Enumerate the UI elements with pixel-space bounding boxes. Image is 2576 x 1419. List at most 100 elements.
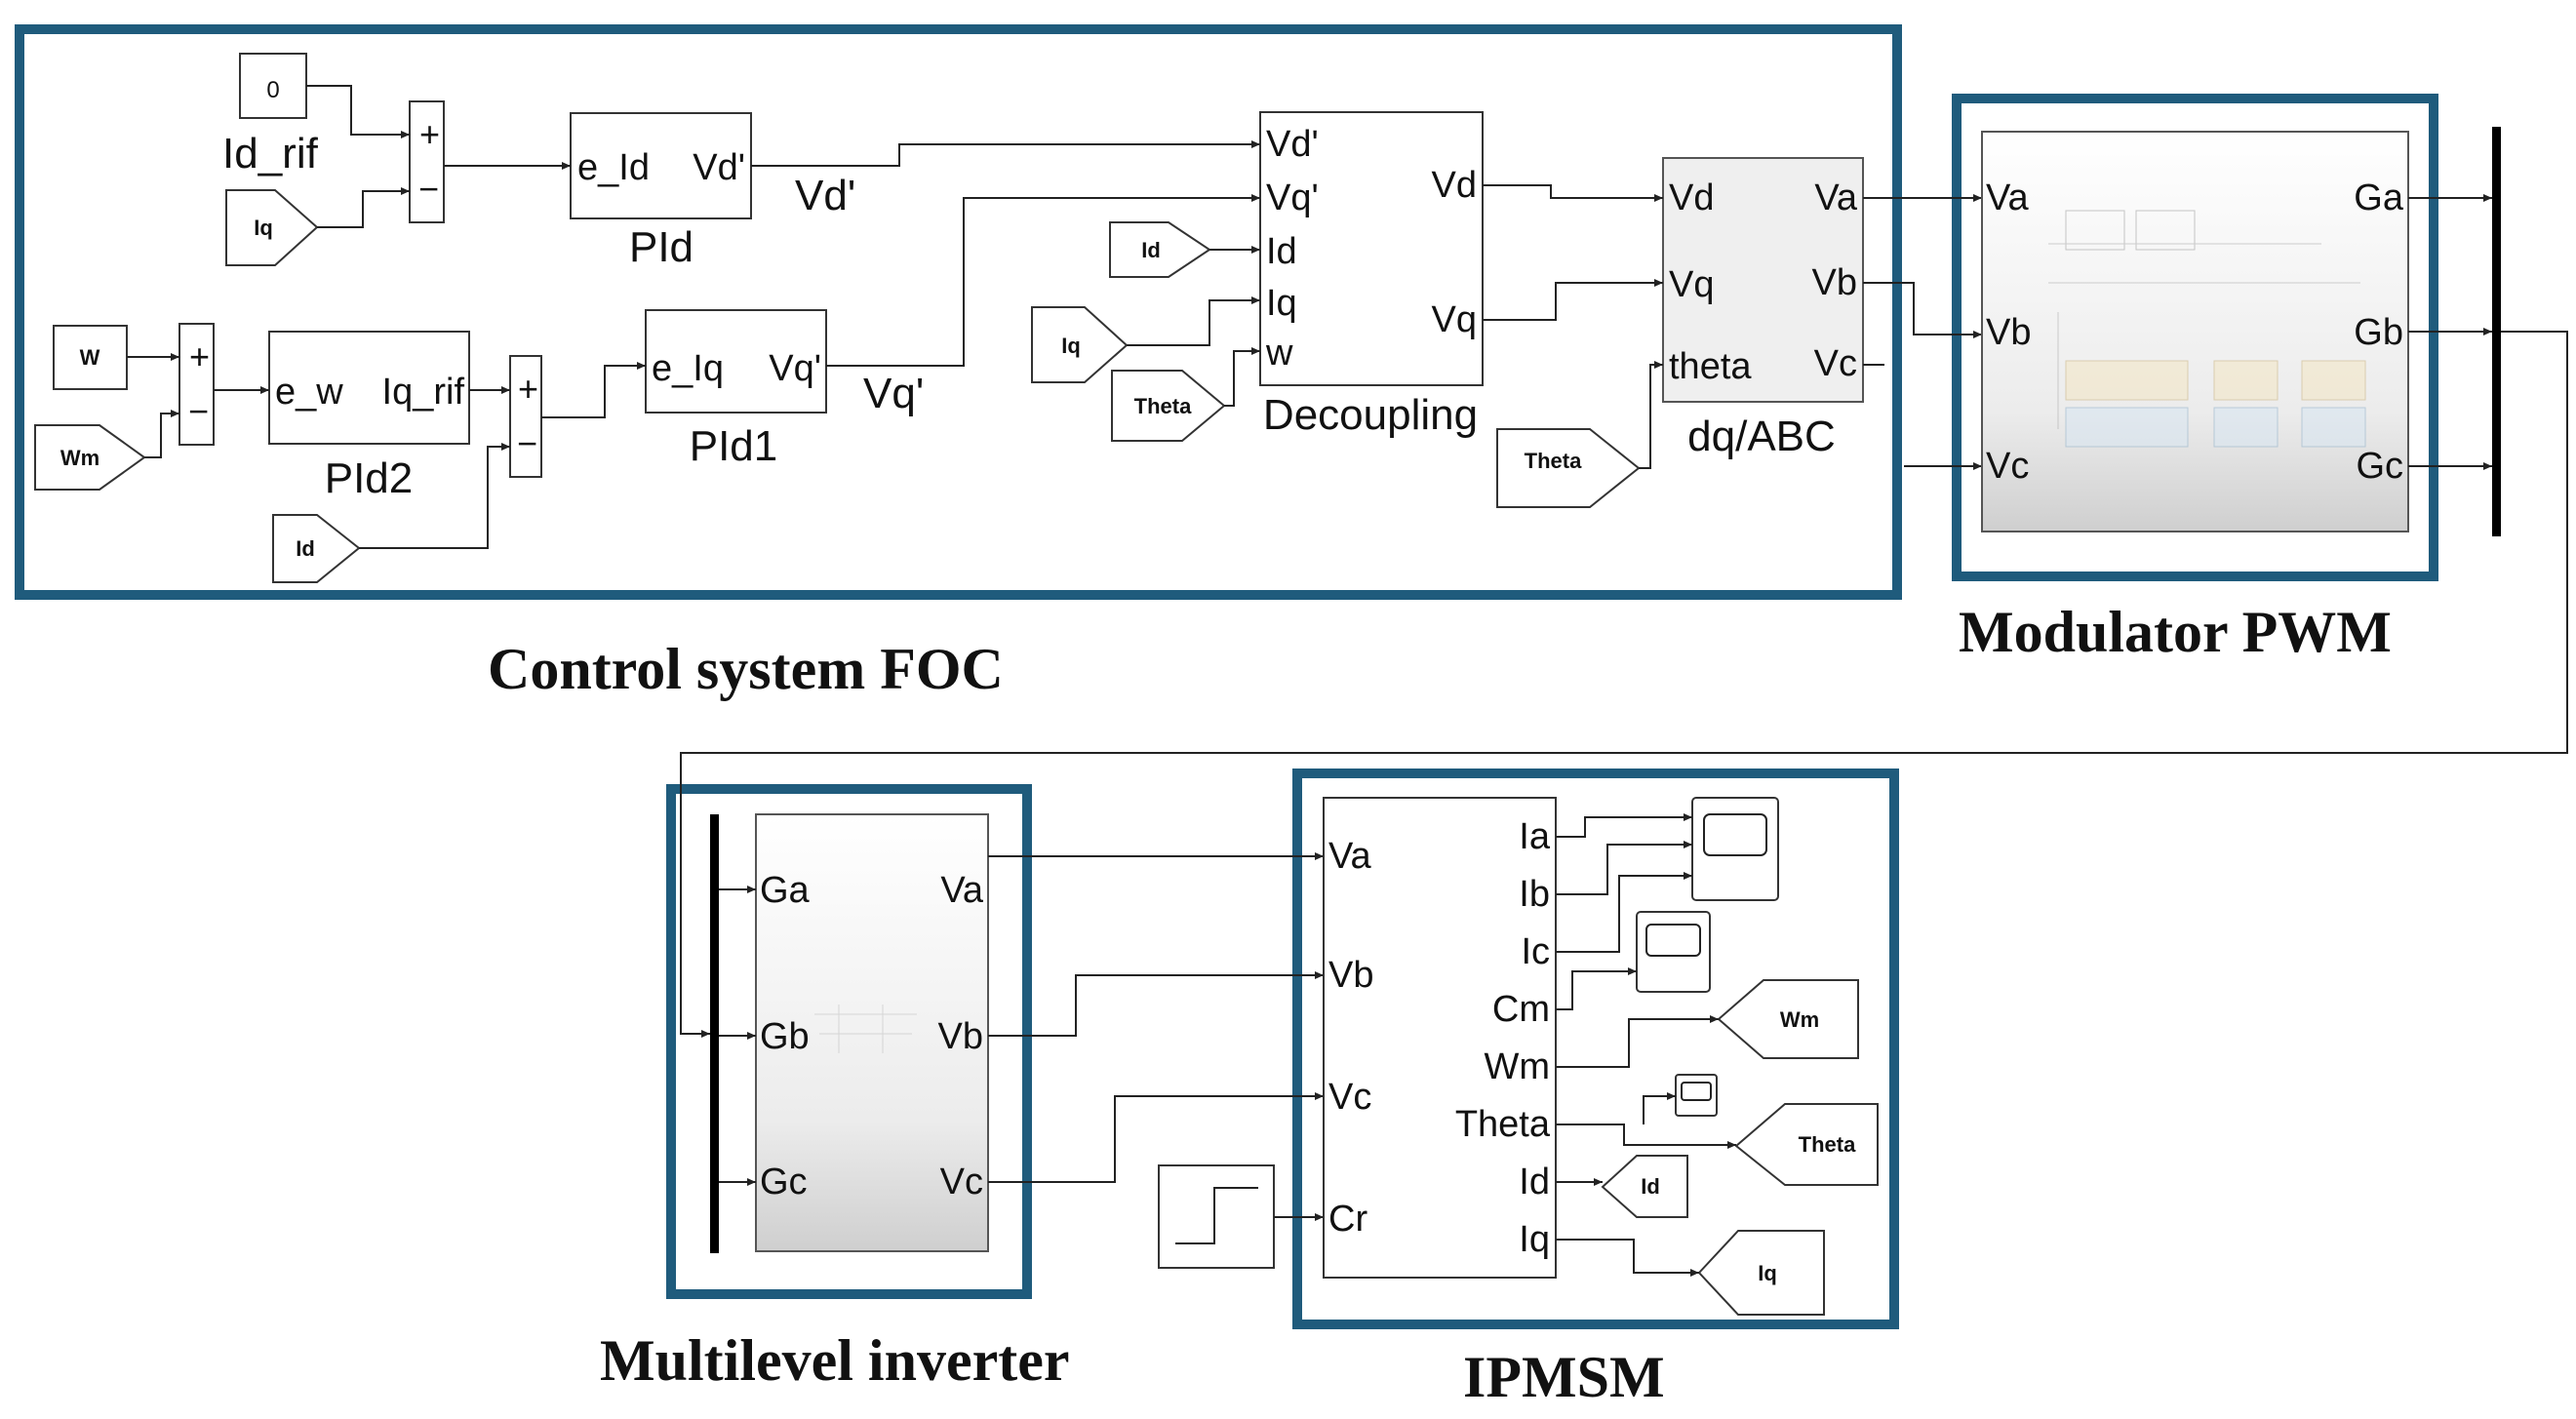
theta-decoupling-tag[interactable] (1111, 370, 1226, 442)
pwm-block[interactable] (1981, 131, 2409, 532)
wire-iq-sum1 (317, 187, 410, 228)
dqabc-name: dq/ABC (1687, 413, 1836, 460)
wm-goto-tag-label: Wm (1780, 1007, 1819, 1032)
pid2-block[interactable] (268, 331, 470, 445)
wire-const-sum1 (306, 85, 410, 138)
wire-pid1-decoupling (826, 194, 1260, 367)
wire-decoupling-vd (1483, 184, 1663, 202)
ipmsm-in-2: Vb (1328, 955, 1373, 996)
wire-inv-vc (988, 1092, 1324, 1183)
pwm-in-3: Vc (1986, 446, 2029, 487)
pwm-out-3: Gc (2356, 446, 2403, 487)
ipmsm-out-5: Wm (1484, 1046, 1550, 1087)
dqabc-out-1: Va (1814, 177, 1858, 218)
dqabc-out-2: Vb (1812, 262, 1857, 303)
dqabc-in-1: Vd (1669, 177, 1714, 218)
wire-theta-dqabc (1639, 361, 1663, 469)
wire-iq-decoupling (1127, 296, 1260, 346)
sum-3-plus: + (518, 369, 538, 409)
pid-name: PId (629, 223, 694, 271)
vd-prime-signal-label: Vd' (795, 172, 855, 219)
w-from-tag-label: W (80, 345, 100, 370)
dqabc-out-3: Vc (1814, 343, 1857, 384)
iq-goto-tag-label: Iq (1758, 1261, 1777, 1285)
pwm-group-frame (1952, 94, 2438, 581)
step-icon (1175, 1187, 1258, 1244)
theta-dqabc-tag[interactable] (1496, 428, 1641, 508)
sum-1-minus: − (418, 169, 439, 209)
dqabc-block[interactable] (1662, 157, 1864, 403)
pwm-title: Modulator PWM (1959, 600, 2392, 664)
decoupling-block[interactable] (1259, 111, 1484, 386)
pid1-block[interactable] (645, 309, 827, 414)
iq-from-tag[interactable] (225, 189, 319, 266)
wm-goto-tag[interactable] (1717, 979, 1859, 1059)
foc-group-frame (15, 24, 1902, 600)
pid2-input-port: e_w (275, 372, 343, 413)
constant-block[interactable] (239, 53, 307, 119)
sum-block-3[interactable] (509, 355, 542, 478)
inverter-title: Multilevel inverter (600, 1328, 1069, 1393)
wire-mux-inverter (680, 331, 2568, 1038)
wire-wm-sum2 (144, 410, 179, 458)
id-decoupling-tag-label: Id (1141, 238, 1161, 262)
id-decoupling-tag[interactable] (1109, 221, 1211, 278)
wire-cm-scope (1556, 967, 1637, 1010)
decoupling-in-3: Id (1266, 231, 1297, 272)
inverter-in-3: Gc (760, 1162, 808, 1202)
pid1-name: PId1 (690, 422, 778, 470)
ipmsm-group-frame (1292, 769, 1899, 1329)
iq-goto-tag[interactable] (1697, 1230, 1825, 1316)
sum-block-1[interactable] (409, 100, 445, 223)
id-rif-label: Id_rif (222, 130, 319, 177)
dqabc-in-3: theta (1669, 346, 1752, 387)
pwm-out-2: Gb (2354, 312, 2403, 353)
pid1-input-port: e_Iq (652, 348, 724, 389)
inverter-out-1: Va (940, 870, 984, 911)
inverter-demux-bar[interactable] (710, 814, 719, 1253)
theta-decoupling-tag-label: Theta (1134, 394, 1192, 418)
wire-ic-scope (1556, 872, 1692, 953)
iq-decoupling-tag[interactable] (1031, 306, 1129, 383)
decoupling-name: Decoupling (1263, 391, 1478, 439)
decoupling-in-2: Vq' (1266, 177, 1319, 218)
wire-decoupling-vq (1483, 279, 1663, 321)
pid-output-port: Vd' (693, 147, 745, 188)
wire-theta-tag (1556, 1123, 1736, 1149)
pid2-output-port: Iq_rif (382, 372, 465, 413)
sum-2-plus: + (189, 336, 210, 376)
decoupling-in-5: w (1265, 333, 1293, 374)
decoupling-out-2: Vq (1432, 299, 1477, 340)
theta-dqabc-tag-label: Theta (1525, 449, 1582, 473)
wire-vb-pwm (1863, 282, 1982, 338)
pwm-mux-bar[interactable] (2492, 127, 2501, 536)
ipmsm-out-6: Theta (1455, 1104, 1551, 1145)
decoupling-in-4: Iq (1266, 283, 1297, 324)
ipmsm-out-2: Ib (1519, 874, 1550, 915)
iq-from-tag-label: Iq (254, 216, 273, 240)
ipmsm-title: IPMSM (1463, 1345, 1665, 1409)
wire-inv-vb (988, 971, 1324, 1037)
inverter-subsystem-preview (814, 1005, 917, 1053)
vq-prime-signal-label: Vq' (863, 370, 924, 417)
wm-from-tag[interactable] (34, 424, 146, 491)
sum-block-2[interactable] (178, 323, 215, 446)
theta-goto-tag[interactable] (1734, 1103, 1879, 1186)
scope-currents[interactable] (1691, 797, 1779, 901)
foc-title: Control system FOC (488, 637, 1004, 701)
pwm-in-1: Va (1986, 177, 2030, 218)
id-goto-tag[interactable] (1601, 1155, 1688, 1218)
scope-torque[interactable] (1636, 911, 1711, 993)
ipmsm-in-4: Cr (1328, 1199, 1367, 1240)
decoupling-out-1: Vd (1432, 165, 1477, 206)
id-from-tag[interactable] (272, 514, 361, 583)
ipmsm-block[interactable] (1323, 797, 1557, 1279)
scope-theta[interactable] (1675, 1074, 1718, 1117)
sum-1-plus: + (419, 114, 440, 154)
ipmsm-out-4: Cm (1492, 989, 1550, 1030)
inverter-block[interactable] (755, 813, 989, 1252)
step-block[interactable] (1158, 1164, 1275, 1269)
pwm-subsystem-preview (2048, 210, 2366, 448)
inverter-out-2: Vb (938, 1016, 983, 1057)
